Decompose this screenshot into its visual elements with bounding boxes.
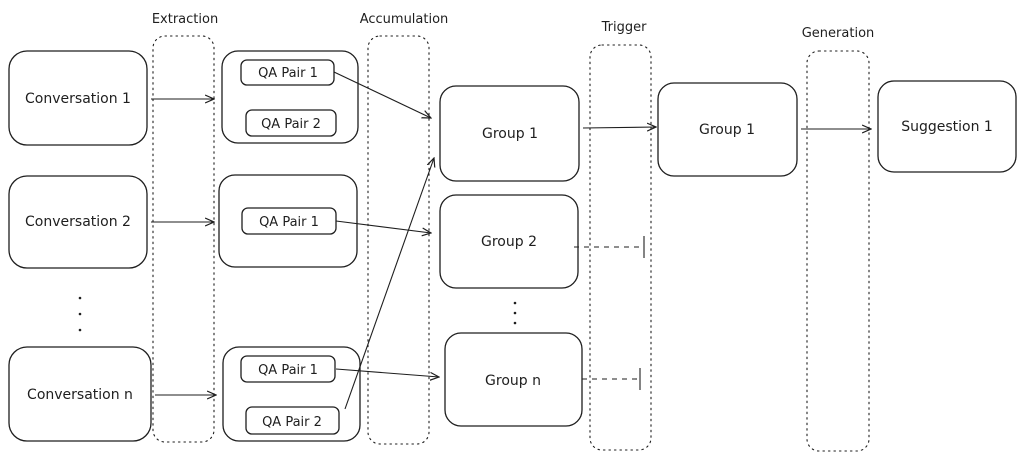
conversation-ellipsis <box>78 296 82 332</box>
suggestion-box: Suggestion 1 <box>877 80 1017 173</box>
lane-accumulation <box>367 35 430 445</box>
group-2-box: Group 2 <box>439 194 579 289</box>
group-ellipsis <box>513 301 517 325</box>
lane-generation <box>806 50 870 452</box>
arrow-group1-trigger <box>582 127 656 128</box>
stage-label-accumulation: Accumulation <box>360 12 449 27</box>
arrow-qa2-cn-to-group1 <box>344 158 434 410</box>
arrow-qa1-c1-to-group1 <box>333 71 431 118</box>
qa-pair-label: QA Pair 1 <box>258 66 318 81</box>
stage-label-extraction: Extraction <box>152 12 218 27</box>
lane-trigger <box>589 44 652 451</box>
stage-label-trigger: Trigger <box>601 20 647 35</box>
triggered-group-label: Group 1 <box>699 122 755 138</box>
stage-label-generation: Generation <box>802 26 875 41</box>
conversation-n-label: Conversation n <box>27 387 133 403</box>
qa-container-2: QA Pair 1 <box>218 174 358 268</box>
conversation-n-box: Conversation n <box>8 346 152 442</box>
conversation-1-box: Conversation 1 <box>8 50 148 146</box>
group-1-label: Group 1 <box>482 126 538 142</box>
qa-pair-label: QA Pair 2 <box>261 117 321 132</box>
conversation-2-label: Conversation 2 <box>25 214 131 230</box>
group-n-label: Group n <box>485 373 541 389</box>
arrow-qa1-c2-to-group2 <box>335 220 431 233</box>
group-1-box: Group 1 <box>439 85 580 182</box>
triggered-group-box: Group 1 <box>657 82 798 177</box>
qa-container-1: QA Pair 1 QA Pair 2 <box>221 50 359 144</box>
qa-pair-label: QA Pair 1 <box>259 215 319 230</box>
group-2-label: Group 2 <box>481 234 537 250</box>
lane-extraction <box>152 35 215 443</box>
qa-pair-label: QA Pair 2 <box>262 415 322 430</box>
group-n-box: Group n <box>444 332 583 427</box>
suggestion-label: Suggestion 1 <box>901 119 993 135</box>
conversation-1-label: Conversation 1 <box>25 91 131 107</box>
arrow-qa1-cn-to-groupn <box>335 368 439 377</box>
conversation-2-box: Conversation 2 <box>8 175 148 269</box>
qa-container-n: QA Pair 1 QA Pair 2 <box>222 346 361 442</box>
qa-pair-label: QA Pair 1 <box>258 363 318 378</box>
